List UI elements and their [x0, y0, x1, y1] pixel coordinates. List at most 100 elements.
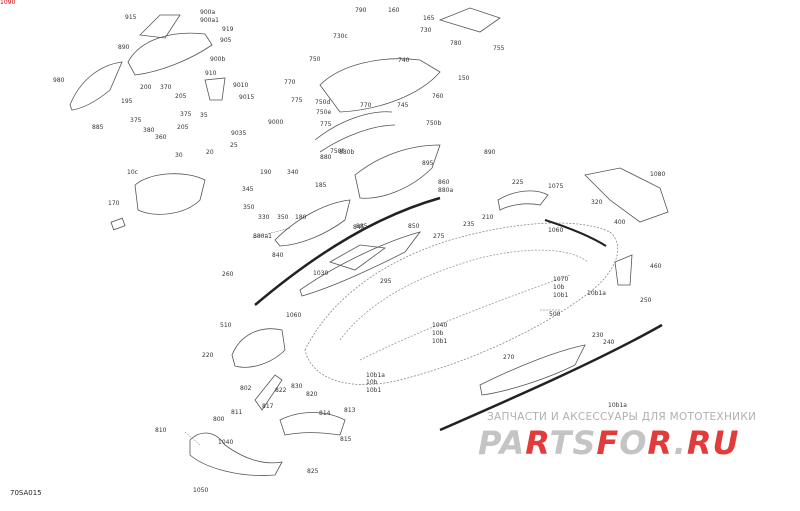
bracket-910[interactable] — [204, 77, 226, 101]
callout-919[interactable]: 919 — [222, 26, 234, 33]
callout-10b[interactable]: 10b — [366, 379, 378, 386]
callout-195[interactable]: 195 — [121, 98, 133, 105]
callout-1070[interactable]: 1070 — [553, 276, 569, 283]
seal-750f[interactable] — [319, 124, 396, 153]
callout-850[interactable]: 850 — [408, 223, 420, 230]
callout-170[interactable]: 170 — [108, 200, 120, 207]
callout-740[interactable]: 740 — [398, 57, 410, 64]
callout-885[interactable]: 885 — [92, 124, 104, 131]
callout-345[interactable]: 345 — [242, 186, 254, 193]
callout-1040[interactable]: 1040 — [432, 322, 448, 329]
callout-10b[interactable]: 10b — [553, 284, 565, 291]
cover-900a[interactable] — [127, 32, 213, 76]
callout-880a1[interactable]: 880a1 — [253, 233, 272, 240]
callout-750d[interactable]: 750d — [315, 99, 331, 106]
callout-811[interactable]: 811 — [231, 409, 243, 416]
seal-750b[interactable] — [314, 111, 393, 141]
callout-880[interactable]: 880 — [320, 154, 332, 161]
mat-10c[interactable] — [134, 173, 206, 215]
callout-205[interactable]: 205 — [177, 124, 189, 131]
bracket-1070[interactable] — [614, 254, 633, 286]
callout-770[interactable]: 770 — [284, 79, 296, 86]
callout-9015[interactable]: 9015 — [239, 94, 255, 101]
callout-780[interactable]: 780 — [450, 40, 462, 47]
callout-210[interactable]: 210 — [482, 214, 494, 221]
storage-cover-750[interactable] — [319, 58, 441, 113]
callout-775[interactable]: 775 — [320, 121, 332, 128]
callout-1090[interactable]: 1090 — [0, 0, 16, 6]
callout-10c[interactable]: 10c — [127, 169, 138, 176]
callout-25[interactable]: 25 — [230, 142, 238, 149]
callout-9035[interactable]: 9035 — [231, 130, 247, 137]
callout-790[interactable]: 790 — [355, 7, 367, 14]
part-170[interactable] — [110, 217, 126, 231]
callout-320[interactable]: 320 — [591, 199, 603, 206]
callout-980[interactable]: 980 — [53, 77, 65, 84]
callout-840[interactable]: 840 — [272, 252, 284, 259]
callout-750[interactable]: 750 — [309, 56, 321, 63]
callout-250[interactable]: 250 — [640, 297, 652, 304]
bumper-1040[interactable] — [189, 432, 283, 476]
callout-190[interactable]: 190 — [260, 169, 272, 176]
callout-270[interactable]: 270 — [503, 354, 515, 361]
callout-860[interactable]: 860 — [438, 179, 450, 186]
footrest-225[interactable] — [299, 231, 422, 297]
callout-1080[interactable]: 1080 — [650, 171, 666, 178]
callout-370[interactable]: 370 — [160, 84, 172, 91]
callout-730c[interactable]: 730c — [333, 33, 348, 40]
callout-730[interactable]: 730 — [420, 27, 432, 34]
hull-outline[interactable] — [304, 222, 618, 385]
callout-180[interactable]: 180 — [295, 214, 307, 221]
callout-330[interactable]: 330 — [258, 214, 270, 221]
callout-35[interactable]: 35 — [200, 112, 208, 119]
callout-900b[interactable]: 900b — [210, 56, 226, 63]
callout-9000[interactable]: 9000 — [268, 119, 284, 126]
callout-1050[interactable]: 1050 — [193, 487, 209, 494]
callout-750f[interactable]: 750f — [330, 148, 344, 155]
callout-750b[interactable]: 750b — [426, 120, 442, 127]
callout-160[interactable]: 160 — [388, 7, 400, 14]
panel-980[interactable] — [69, 61, 123, 111]
callout-235[interactable]: 235 — [463, 221, 475, 228]
callout-460[interactable]: 460 — [650, 263, 662, 270]
callout-802[interactable]: 802 — [240, 385, 252, 392]
callout-375[interactable]: 375 — [180, 111, 192, 118]
lid-755[interactable] — [438, 7, 501, 33]
callout-350[interactable]: 350 — [243, 204, 255, 211]
callout-830[interactable]: 830 — [291, 383, 303, 390]
rub-strip-1090[interactable] — [439, 323, 663, 432]
callout-340[interactable]: 340 — [287, 169, 299, 176]
callout-360[interactable]: 360 — [155, 134, 167, 141]
callout-880b[interactable]: 880b — [339, 149, 355, 156]
callout-200[interactable]: 200 — [140, 84, 152, 91]
callout-880a[interactable]: 880a — [438, 187, 454, 194]
callout-1040[interactable]: 1040 — [218, 439, 234, 446]
callout-890[interactable]: 890 — [118, 44, 130, 51]
footrest-220[interactable] — [479, 344, 586, 396]
rear-cover-210[interactable] — [584, 167, 669, 223]
callout-885[interactable]: 885 — [356, 223, 368, 230]
callout-770[interactable]: 770 — [360, 102, 372, 109]
callout-820[interactable]: 820 — [306, 391, 318, 398]
rub-strip-rear[interactable] — [544, 219, 607, 247]
callout-1060[interactable]: 1060 — [548, 227, 564, 234]
callout-275[interactable]: 275 — [433, 233, 445, 240]
cover-915[interactable] — [139, 14, 181, 39]
callout-810[interactable]: 810 — [155, 427, 167, 434]
callout-240[interactable]: 240 — [603, 339, 615, 346]
callout-755[interactable]: 755 — [493, 45, 505, 52]
callout-750e[interactable]: 750e — [316, 109, 332, 116]
callout-10b1[interactable]: 10b1 — [553, 292, 569, 299]
panel-295[interactable] — [329, 244, 387, 271]
callout-825[interactable]: 825 — [307, 468, 319, 475]
nose-810[interactable] — [279, 412, 346, 436]
callout-800[interactable]: 800 — [213, 416, 225, 423]
hood-500[interactable] — [231, 328, 286, 368]
callout-10b1a[interactable]: 10b1a — [587, 290, 606, 297]
callout-510[interactable]: 510 — [220, 322, 232, 329]
callout-745[interactable]: 745 — [397, 102, 409, 109]
callout-220[interactable]: 220 — [202, 352, 214, 359]
callout-1060[interactable]: 1060 — [286, 312, 302, 319]
callout-165[interactable]: 165 — [423, 15, 435, 22]
callout-895[interactable]: 895 — [422, 160, 434, 167]
